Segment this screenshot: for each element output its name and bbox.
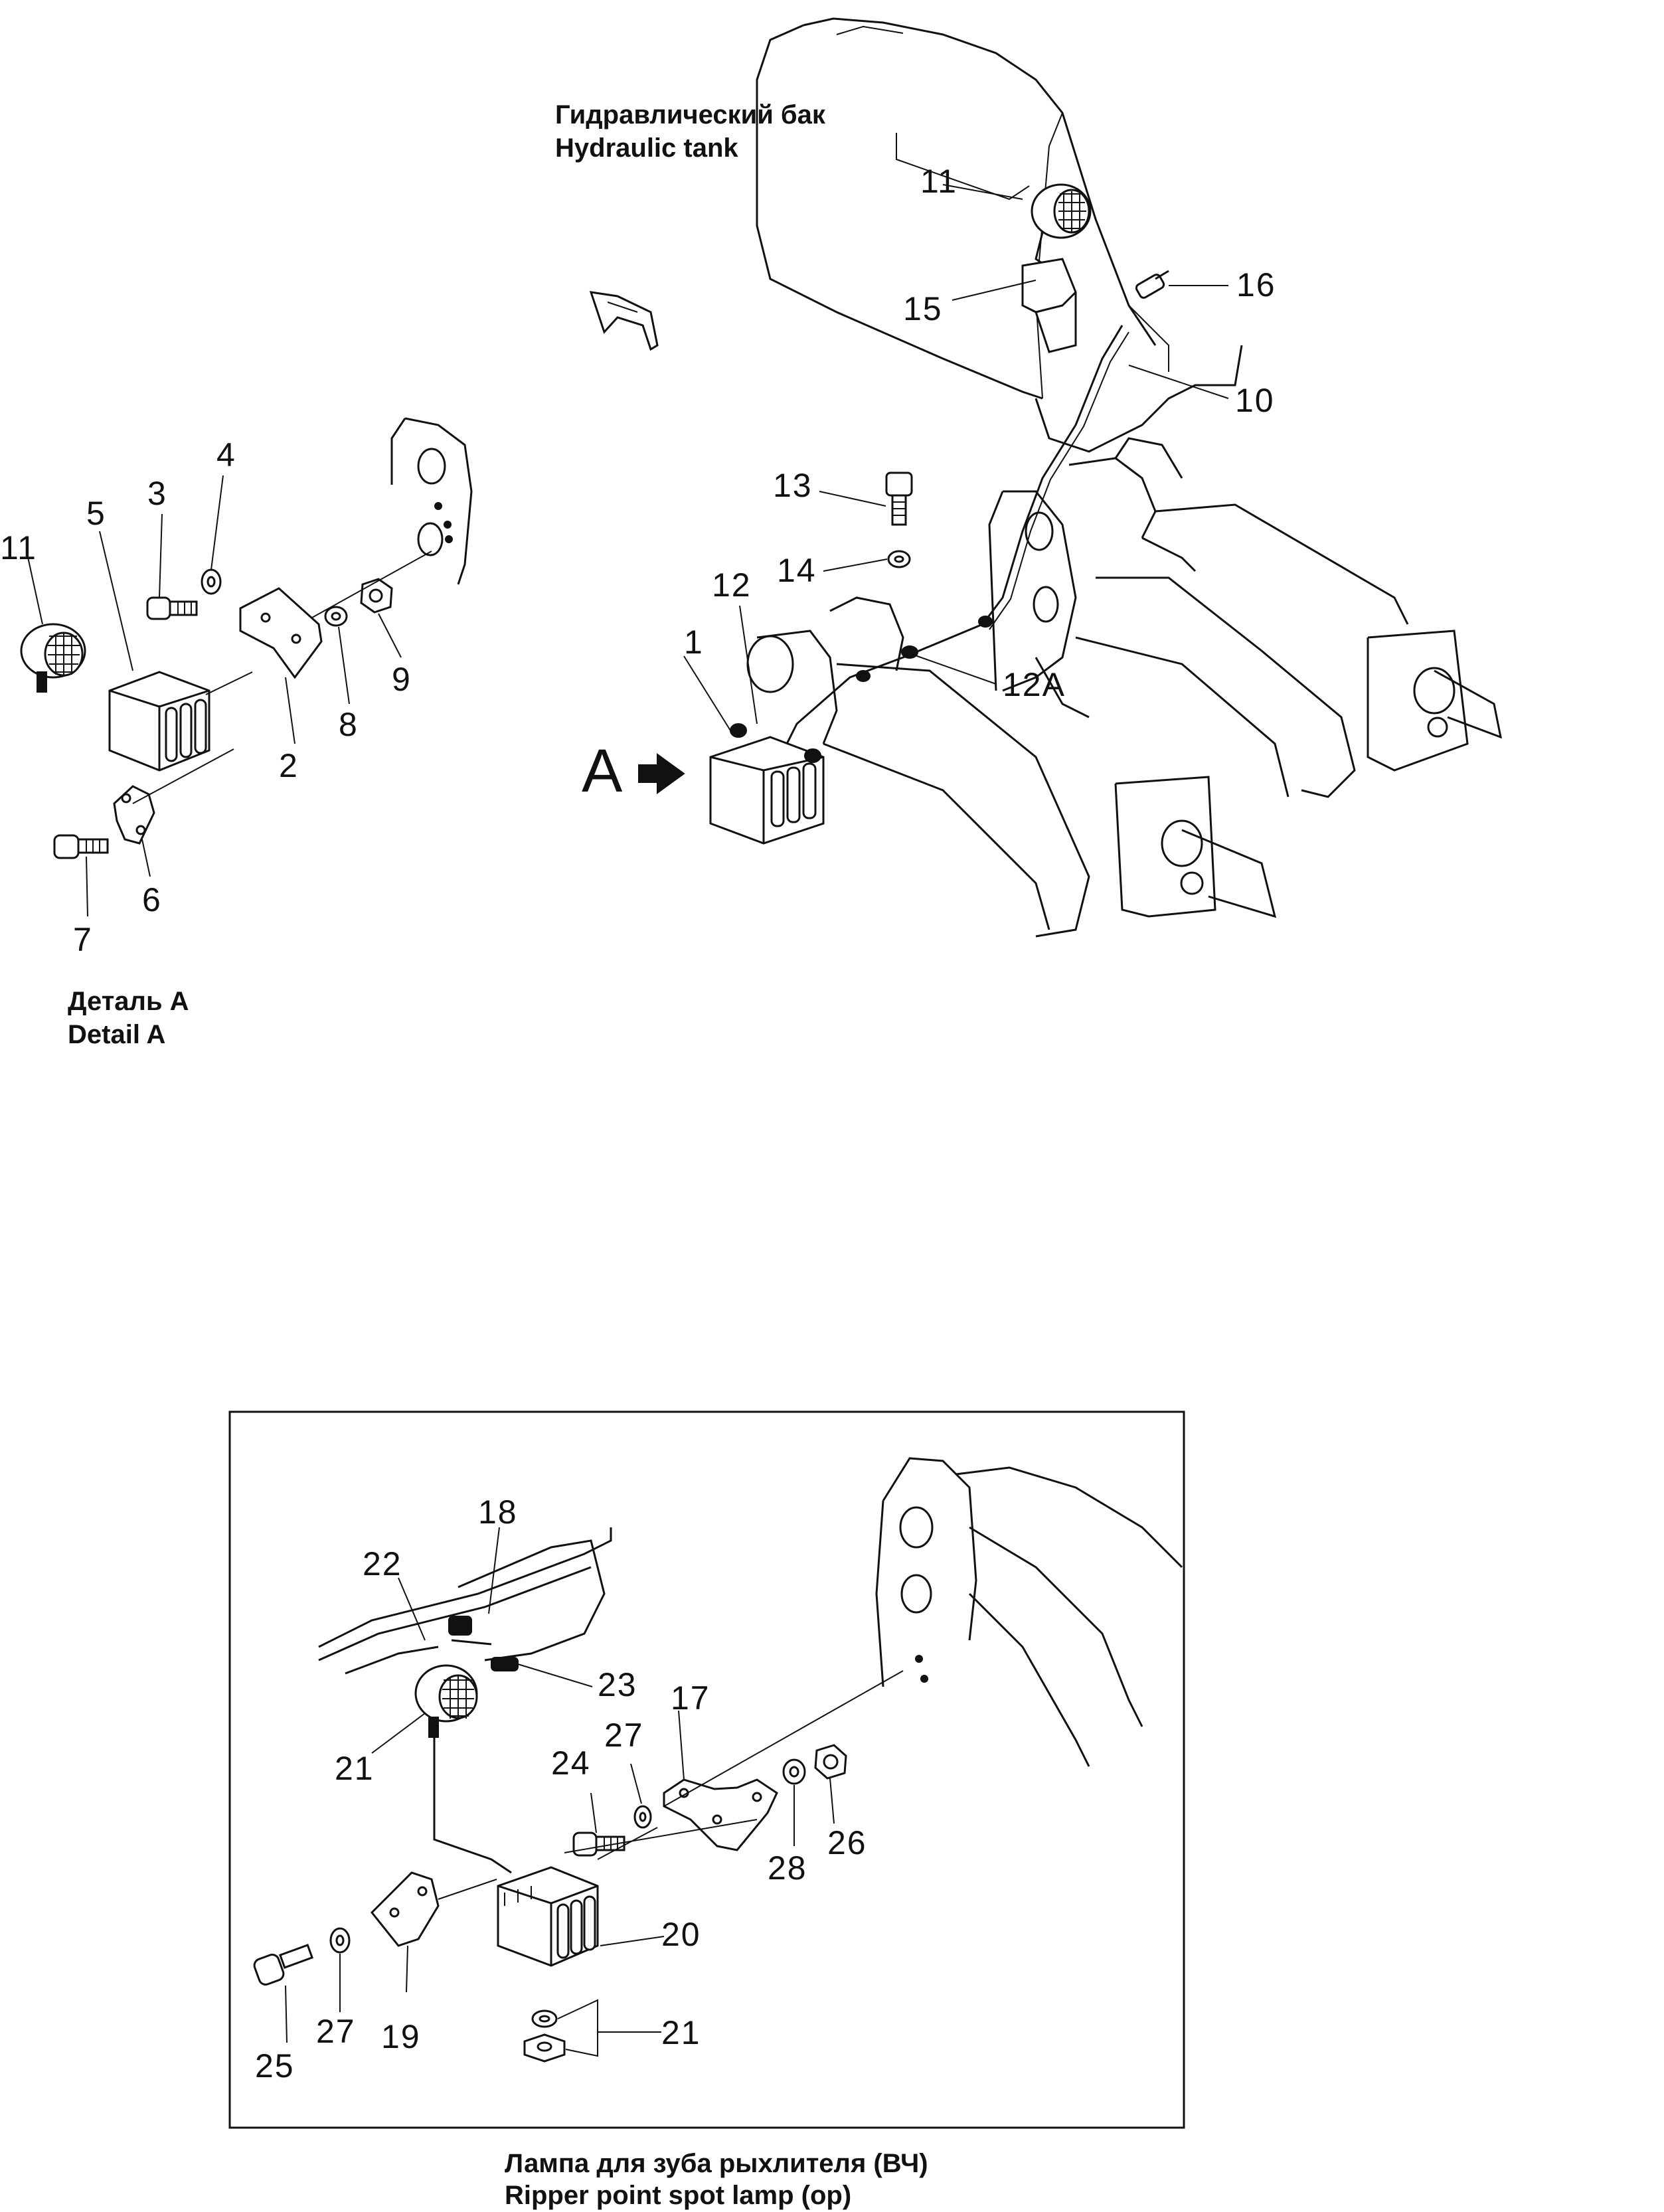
callout-21-lamp: 21 [335,1750,374,1787]
callout-11-tank: 11 [920,163,957,200]
direction-arrow-icon [589,291,659,351]
callout-19: 19 [381,2018,421,2055]
washer-14 [887,550,911,568]
ripper-frame-drawing [746,437,1503,938]
wiring-harness-main [782,325,1129,751]
callout-6: 6 [142,881,162,918]
callout-27-upper: 27 [604,1717,644,1754]
caption-hydraulic-tank-en: Hydraulic tank [555,133,738,163]
callout-2: 2 [279,747,299,784]
ripper-spot-lamp-main [709,723,825,845]
callout-20: 20 [661,1916,701,1953]
callout-17: 17 [671,1679,710,1717]
callout-4: 4 [216,436,236,473]
callout-28: 28 [768,1849,807,1887]
callout-labels: 1 2 3 4 5 6 7 8 9 10 11 11 12 12A 13 14 … [0,163,1276,2084]
callout-13: 13 [773,467,813,504]
callout-10: 10 [1235,382,1275,419]
callout-11-detail: 11 [0,529,37,566]
bolt-13 [885,471,913,526]
lamp-bracket-15 [1021,258,1077,353]
view-a-label: A [582,737,623,805]
callout-12: 12 [712,566,752,604]
callout-15: 15 [903,290,943,327]
callout-3: 3 [147,475,167,512]
callout-21-nut: 21 [661,2014,701,2051]
caption-ripper-lamp-en: Ripper point spot lamp (op) [505,2181,852,2210]
callout-14: 14 [777,552,817,589]
caption-hydraulic-tank-ru: Гидравлический бак [555,100,825,129]
callout-18: 18 [478,1493,518,1531]
leader-lines [26,184,1229,2057]
callout-12a: 12A [1003,666,1066,703]
caption-detail-a-ru: Деталь А [68,987,189,1016]
inset-frame [228,1410,1185,2129]
callout-26: 26 [827,1824,867,1861]
callout-8: 8 [339,706,359,743]
callout-1: 1 [684,624,704,661]
bolt-16 [1135,270,1169,299]
callout-23: 23 [598,1666,637,1703]
hydraulic-tank-drawing [756,17,1243,453]
callout-9: 9 [392,661,412,698]
callout-7: 7 [73,921,93,958]
caption-ripper-lamp-ru: Лампа для зуба рыхлителя (ВЧ) [505,2149,928,2178]
callout-22: 22 [363,1545,402,1582]
callout-16: 16 [1236,266,1276,303]
caption-detail-a-en: Detail A [68,1020,166,1049]
callout-27-lower: 27 [316,2013,356,2050]
callout-5: 5 [86,495,106,532]
detail-a-drawing [20,417,473,859]
inset-ripper-lamp-drawing [253,1457,1183,2063]
callout-25: 25 [255,2047,295,2084]
view-a-arrow [638,753,685,794]
callout-24: 24 [551,1744,591,1782]
